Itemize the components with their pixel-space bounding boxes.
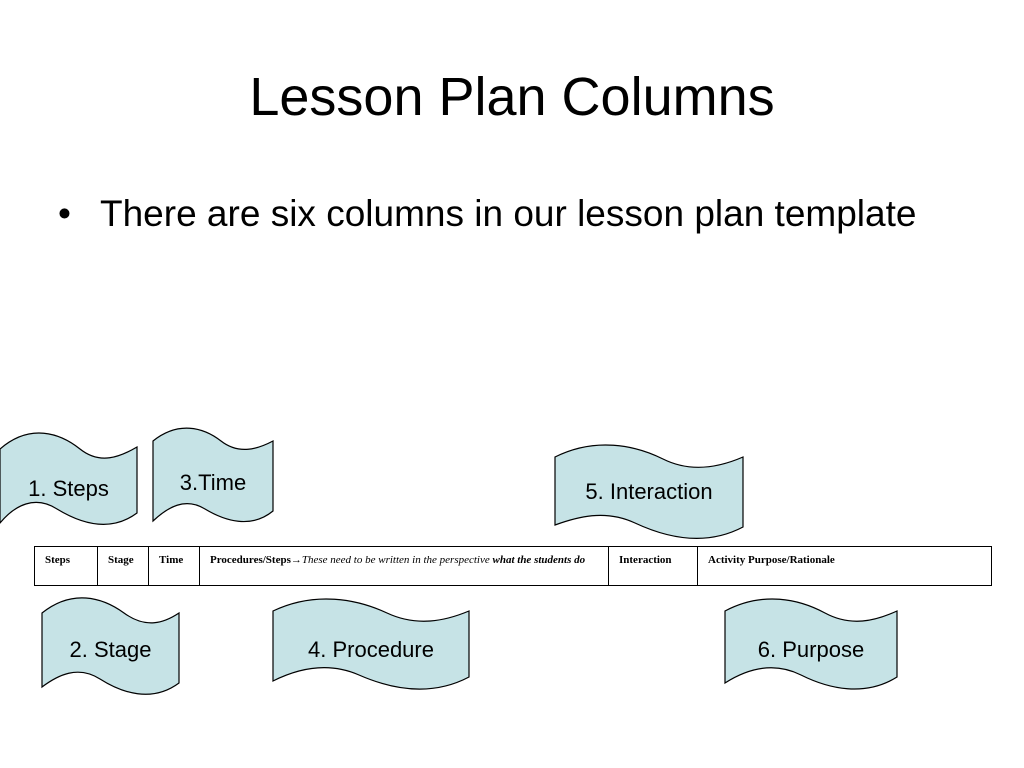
column-header-stage: Stage (97, 546, 149, 586)
slide-title: Lesson Plan Columns (249, 67, 775, 127)
wave-banner-icon (0, 432, 138, 525)
callout-procedure: 4. Procedure (272, 597, 470, 691)
bullet-item: • There are six columns in our lesson pl… (58, 188, 958, 240)
bullet-dot-icon: • (58, 193, 71, 234)
column-header-purpose: Activity Purpose/Rationale (697, 546, 992, 586)
bullet-text: There are six columns in our lesson plan… (100, 193, 917, 234)
callout-label: 6. Purpose (757, 637, 865, 662)
column-header-time: Time (148, 546, 200, 586)
table-row: Steps Stage Time Procedures/Steps→These … (34, 546, 992, 586)
arrow-right-icon: → (290, 554, 302, 566)
callout-stage: 2. Stage (41, 597, 180, 697)
callout-purpose: 6. Purpose (724, 597, 898, 691)
callout-steps: 1. Steps (0, 432, 138, 525)
callout-label: 3.Time (179, 470, 247, 495)
wave-banner-icon (41, 597, 180, 695)
procedures-label: Procedures/Steps (210, 554, 291, 566)
wave-banner-icon (152, 427, 274, 523)
callout-interaction: 5. Interaction (554, 443, 744, 539)
callout-label: 1. Steps (28, 476, 109, 501)
callout-label: 5. Interaction (585, 479, 713, 504)
callout-time: 3.Time (152, 427, 274, 525)
procedures-note-emphasis: what the students do (492, 554, 586, 566)
wave-banner-icon (554, 444, 744, 539)
column-header-steps: Steps (34, 546, 98, 586)
wave-banner-icon (272, 598, 470, 690)
column-header-procedures: Procedures/Steps→These need to be writte… (199, 546, 609, 586)
wave-banner-icon (724, 598, 898, 690)
procedures-note: These need to be written in the perspect… (301, 554, 493, 566)
lesson-plan-table: Steps Stage Time Procedures/Steps→These … (34, 546, 992, 586)
callout-label: 4. Procedure (308, 637, 434, 662)
bullet-list: • There are six columns in our lesson pl… (58, 188, 958, 240)
column-header-interaction: Interaction (608, 546, 698, 586)
callout-label: 2. Stage (69, 637, 152, 662)
